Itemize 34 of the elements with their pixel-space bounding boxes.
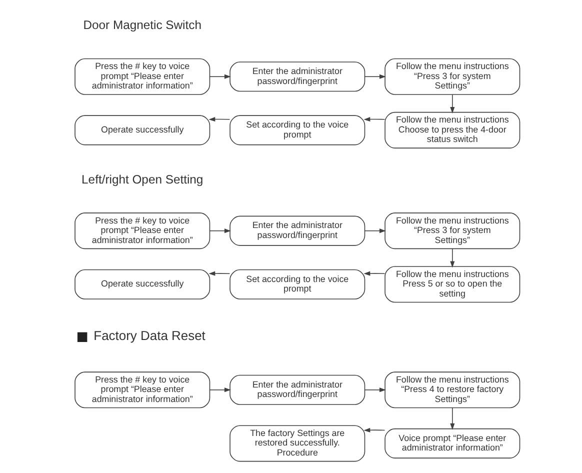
node-box: Set according to the voice prompt: [229, 269, 365, 300]
node-box: Operate successfully: [74, 269, 210, 300]
arrow: [364, 74, 386, 79]
node-box: Follow the menu instructions Press 5 or so to open the setting: [384, 266, 520, 303]
node-box: Follow the menu instructions “Press 3 for system Settings”: [384, 212, 520, 250]
node-box: Enter the administrator password/fingerprint: [229, 216, 365, 246]
arrow: [208, 228, 230, 234]
node-box: The factory Settings are restored successfully. Procedure: [229, 425, 365, 462]
label: Left/right Open Setting: [81, 172, 203, 186]
arrow: [450, 408, 454, 430]
arrow: [208, 74, 230, 79]
arrow: [208, 388, 230, 392]
arrow: [208, 117, 230, 122]
arrow: [363, 271, 385, 276]
node-box: Press the # key to voice prompt “Please enter administrator information”: [74, 212, 210, 250]
label: Door Magnetic Switch: [82, 18, 201, 32]
node-box: Follow the menu instructions Choose to press the 4-door status switch: [384, 112, 520, 148]
arrow: [450, 248, 454, 268]
node-box: Press the # key to voice prompt “Please enter administrator information”: [74, 372, 210, 408]
node-box: Set according to the voice prompt: [229, 115, 365, 146]
node-box: Voice prompt “Please enter administrator information”: [384, 428, 520, 458]
node-box: Enter the administrator password/fingerprint: [229, 62, 365, 92]
arrow: [363, 428, 385, 432]
arrow: [363, 117, 385, 122]
node-box: Follow the menu instructions “Press 4 to restore factory Settings”: [384, 372, 520, 408]
node-box: Enter the administrator password/fingerprint: [229, 374, 365, 405]
node-box: Operate successfully: [74, 115, 210, 146]
node-box: Press the # key to voice prompt “Please enter administrator information”: [74, 58, 210, 95]
node-box: Follow the menu instructions “Press 3 for system Settings”: [384, 58, 520, 95]
label: Factory Data Reset: [93, 328, 205, 344]
arrow: [364, 388, 386, 392]
arrow: [208, 271, 230, 276]
arrow: [364, 228, 386, 234]
arrow: [450, 94, 454, 114]
